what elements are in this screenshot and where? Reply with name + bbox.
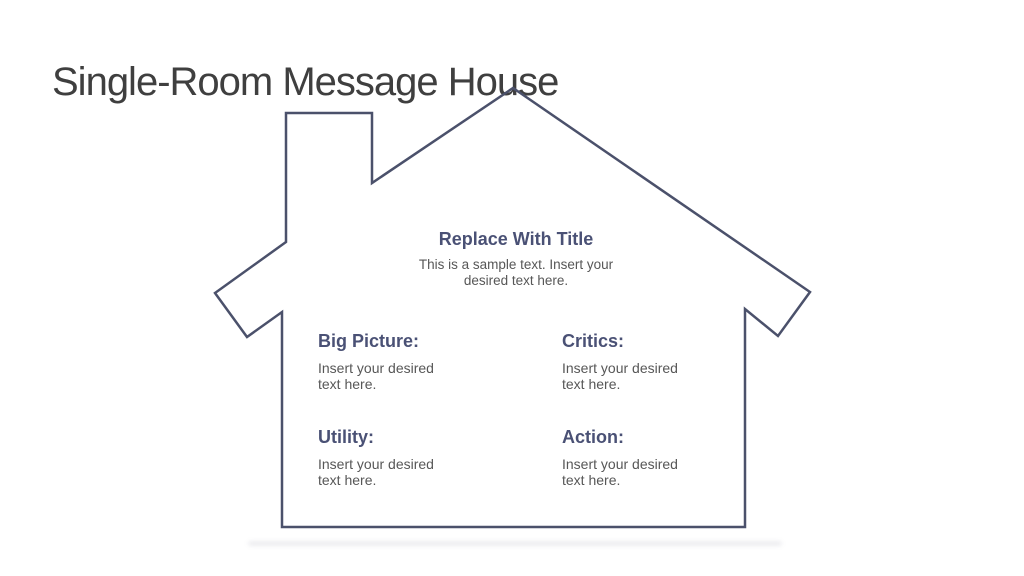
room-utility-text: Insert your desired text here. [318,456,434,488]
room-action: Action: Insert your desired text here. [562,427,752,488]
room-action-text: Insert your desired text here. [562,456,678,488]
house-shadow [248,541,782,546]
roof-subtitle: This is a sample text. Insert your desir… [418,257,614,288]
room-big-picture-label: Big Picture: [318,331,420,351]
room-critics-text: Insert your desired text here. [562,360,678,392]
room-utility-label: Utility: [318,427,374,447]
house-outline [213,86,812,529]
roof-text-block: Replace With Title This is a sample text… [366,228,666,289]
room-utility: Utility: Insert your desired text here. [318,427,508,488]
room-big-picture: Big Picture: Insert your desired text he… [318,331,508,392]
roof-title: Replace With Title [438,229,594,249]
room-action-label: Action: [562,427,624,447]
slide-title: Single-Room Message House [52,59,559,104]
room-critics-label: Critics: [562,331,625,351]
room-critics: Critics: Insert your desired text here. [562,331,752,392]
room-big-picture-text: Insert your desired text here. [318,360,434,392]
